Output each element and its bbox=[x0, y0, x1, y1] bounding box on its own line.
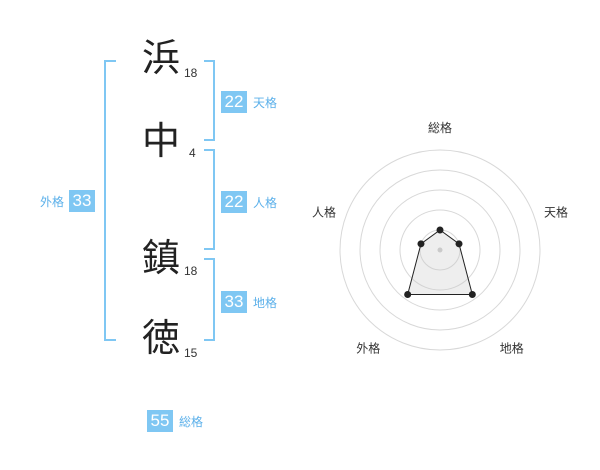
chi-kaku-value: 33 bbox=[221, 291, 247, 313]
sou-kaku: 55 総格 bbox=[147, 410, 203, 432]
chi-kaku-label: 地格 bbox=[253, 295, 278, 310]
radar-ring bbox=[359, 169, 521, 331]
ten-bracket bbox=[204, 60, 215, 141]
radar-point bbox=[436, 226, 444, 234]
outer-bracket bbox=[104, 60, 116, 341]
ten-kaku-label: 天格 bbox=[253, 95, 278, 110]
radar-polygon bbox=[407, 229, 473, 295]
radar-axis-label: 総格 bbox=[428, 120, 452, 135]
radar-center bbox=[437, 247, 443, 253]
radar-point bbox=[455, 240, 463, 248]
jin-kaku: 22 人格 bbox=[221, 191, 277, 213]
sou-kaku-value: 55 bbox=[147, 410, 173, 432]
radar-axis-label: 天格 bbox=[544, 204, 568, 219]
chi-kaku: 33 地格 bbox=[221, 291, 277, 313]
name-char-2-strokes: 4 bbox=[189, 146, 196, 160]
name-char-4-strokes: 15 bbox=[184, 346, 198, 360]
sou-kaku-label: 総格 bbox=[179, 414, 204, 429]
radar-axis-label: 地格 bbox=[500, 341, 524, 356]
radar-axis-label: 外格 bbox=[356, 341, 380, 356]
gai-kaku-value: 33 bbox=[69, 190, 96, 212]
radar-ring bbox=[379, 189, 501, 311]
radar-ring bbox=[399, 209, 481, 291]
name-char-1-strokes: 18 bbox=[184, 66, 198, 80]
gai-kaku: 外格 33 bbox=[40, 190, 96, 212]
name-char-3: 鎮 bbox=[142, 236, 181, 280]
name-char-3-strokes: 18 bbox=[184, 264, 198, 278]
radar-point bbox=[404, 290, 412, 298]
radar-point bbox=[468, 290, 476, 298]
chi-bracket bbox=[204, 258, 215, 341]
radar-ring bbox=[339, 149, 541, 351]
gai-kaku-label: 外格 bbox=[40, 194, 65, 209]
ten-kaku-value: 22 bbox=[221, 91, 247, 113]
jin-kaku-value: 22 bbox=[221, 191, 247, 213]
radar-point bbox=[417, 240, 425, 248]
ten-kaku: 22 天格 bbox=[221, 91, 277, 113]
name-char-1: 浜 bbox=[142, 36, 181, 80]
jin-bracket bbox=[204, 149, 215, 250]
name-char-4: 徳 bbox=[142, 316, 181, 360]
radar-axis-label: 人格 bbox=[312, 204, 336, 219]
jin-kaku-label: 人格 bbox=[253, 195, 278, 210]
name-char-2: 中 bbox=[142, 119, 181, 163]
